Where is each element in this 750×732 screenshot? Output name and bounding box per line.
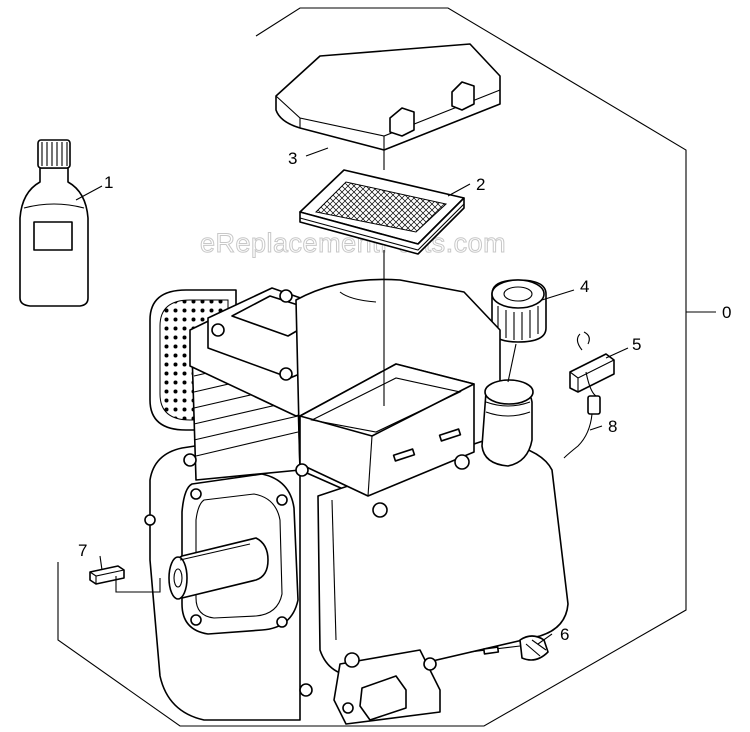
fuel-cap-part-4 [491,279,547,343]
grommet-part-5 [569,331,615,393]
callout-6: 6 [560,625,569,644]
air-filter-part-2 [299,169,465,255]
assembly-bracket [57,7,687,727]
engine-assembly [144,278,569,725]
callout-4: 4 [580,277,589,296]
callout-8: 8 [608,417,617,436]
leader-lines [75,147,716,645]
callout-0: 0 [722,303,731,322]
oil-bottle-part-1 [19,139,89,307]
callout-3: 3 [288,149,297,168]
shaft-key-part-7 [89,565,125,585]
callout-1: 1 [104,173,113,192]
callout-2: 2 [476,175,485,194]
wire-lead-part-8 [563,371,601,459]
callouts: 1 2 3 4 5 6 7 8 0 [78,149,731,644]
oil-filler-plug-part-6 [469,635,549,661]
air-cleaner-cover-part-3 [275,43,501,151]
callout-5: 5 [632,335,641,354]
callout-7: 7 [78,541,87,560]
